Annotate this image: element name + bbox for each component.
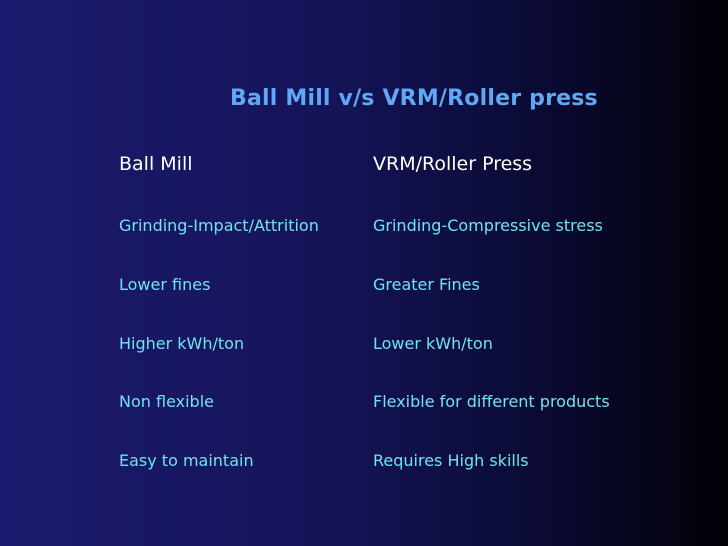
ball-mill-item: Grinding-Impact/Attrition — [119, 216, 319, 235]
ball-mill-item: Non flexible — [119, 392, 214, 411]
ball-mill-item: Easy to maintain — [119, 451, 254, 470]
slide-title: Ball Mill v/s VRM/Roller press — [230, 86, 598, 111]
ball-mill-item: Lower fines — [119, 275, 211, 294]
vrm-item: Requires High skills — [373, 451, 529, 470]
ball-mill-header: Ball Mill — [119, 153, 193, 175]
vrm-header: VRM/Roller Press — [373, 153, 533, 175]
vrm-item: Greater Fines — [373, 275, 480, 294]
ball-mill-item: Higher kWh/ton — [119, 334, 245, 353]
vrm-item: Grinding-Compressive stress — [373, 216, 603, 235]
vrm-item: Lower kWh/ton — [373, 334, 493, 353]
vrm-item: Flexible for different products — [373, 392, 610, 411]
